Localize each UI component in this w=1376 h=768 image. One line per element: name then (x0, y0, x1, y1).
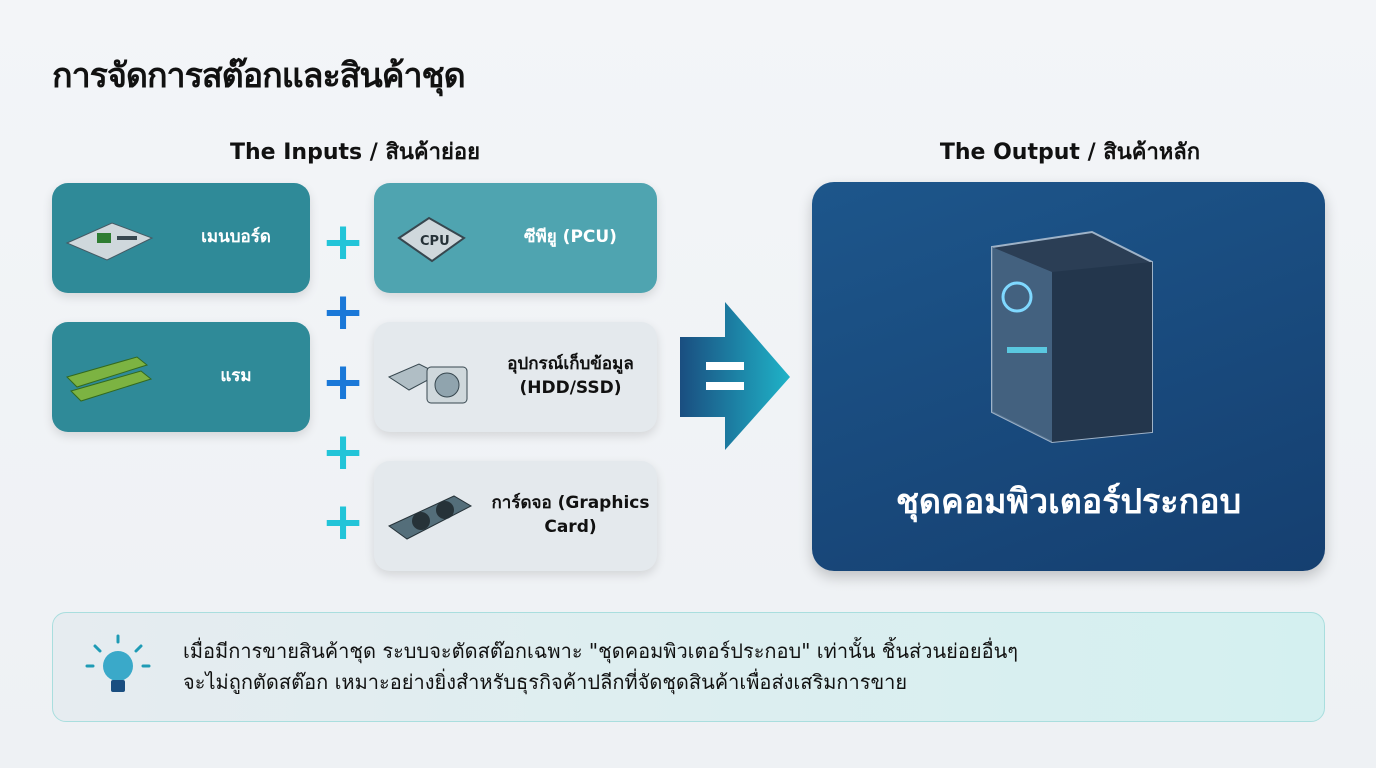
note-line-2: จะไม่ถูกตัดสต๊อก เหมาะอย่างยิ่งสำหรับธุร… (183, 670, 908, 694)
pc-case-icon (991, 230, 1153, 444)
input-label: การ์ดจอ (Graphics Card) (491, 493, 650, 537)
plus-icon: + (321, 282, 365, 342)
output-label: ชุดคอมพิวเตอร์ประกอบ (895, 482, 1242, 522)
plus-icon: + (321, 212, 365, 272)
input-card-motherboard: เมนบอร์ด (52, 183, 310, 293)
plus-icon: + (321, 492, 365, 552)
lightbulb-icon (53, 632, 183, 702)
input-label: เมนบอร์ด (201, 227, 271, 248)
plus-icon: + (321, 352, 365, 412)
motherboard-icon (52, 208, 162, 268)
output-card: ชุดคอมพิวเตอร์ประกอบ (812, 182, 1325, 571)
ram-icon (52, 347, 162, 407)
output-header: The Output / สินค้าหลัก (939, 140, 1201, 165)
equals-arrow-icon (680, 302, 790, 450)
input-card-storage: อุปกรณ์เก็บข้อมูล (HDD/SSD) (374, 322, 657, 432)
cpu-chip-text: CPU (420, 234, 450, 249)
input-card-graphics: การ์ดจอ (Graphics Card) (374, 461, 657, 571)
input-label: อุปกรณ์เก็บข้อมูล (HDD/SSD) (507, 354, 634, 398)
cpu-icon: CPU (374, 203, 484, 273)
inputs-header: The Inputs / สินค้าย่อย (229, 140, 480, 165)
storage-icon (374, 342, 484, 412)
graphics-card-icon (374, 481, 484, 551)
input-label: แรม (220, 366, 252, 387)
input-card-ram: แรม (52, 322, 310, 432)
info-note: เมื่อมีการขายสินค้าชุด ระบบจะตัดสต๊อกเฉพ… (52, 612, 1325, 722)
note-line-1: เมื่อมีการขายสินค้าชุด ระบบจะตัดสต๊อกเฉพ… (183, 639, 1018, 663)
input-card-cpu: CPU ซีพียู (PCU) (374, 183, 657, 293)
page-title: การจัดการสต๊อกและสินค้าชุด (52, 56, 466, 96)
input-label: ซีพียู (PCU) (524, 227, 617, 248)
plus-icon: + (321, 422, 365, 482)
